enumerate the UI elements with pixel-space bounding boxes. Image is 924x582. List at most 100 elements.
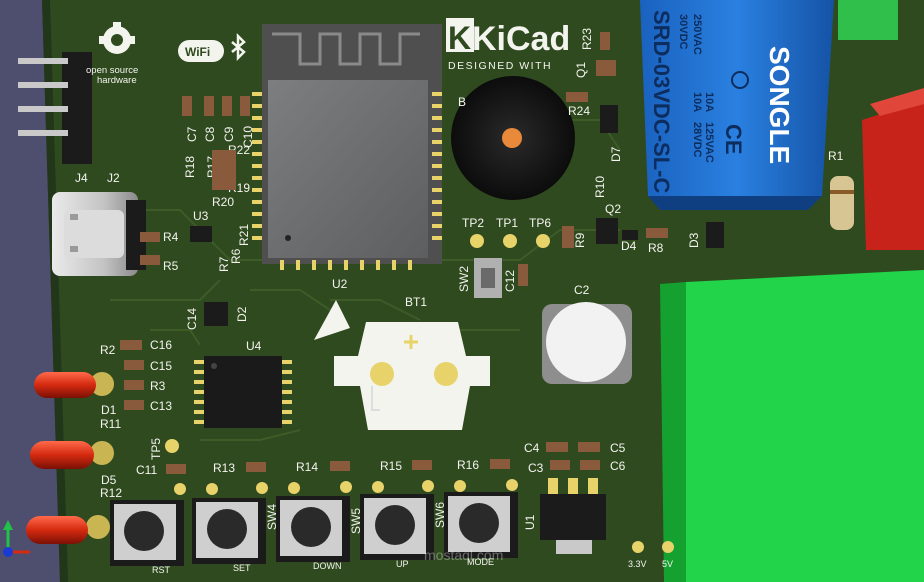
d2-part: [204, 302, 228, 326]
u1-regulator: [540, 494, 606, 540]
ref-r21: R21: [237, 224, 251, 246]
r-block-part: [212, 150, 236, 190]
ref-tp5: TP5: [149, 438, 163, 460]
ref-c6: C6: [610, 459, 626, 473]
c12-part: [518, 264, 528, 286]
j4-pin-header: [18, 52, 92, 164]
ref-c15: C15: [150, 359, 172, 373]
ref-c2: C2: [574, 283, 590, 297]
test-point-tp6: [536, 234, 550, 248]
label-set: SET: [233, 563, 251, 573]
ref-sw5: SW5: [349, 508, 363, 534]
c4-part: [546, 442, 568, 452]
d7-part: [600, 105, 618, 133]
label-rst: RST: [152, 565, 171, 575]
relay-screw: [731, 71, 749, 89]
relay-rating-dc-voltage: 30VDC: [677, 14, 689, 50]
led-d1: [34, 372, 114, 398]
r8-part: [646, 228, 668, 238]
ref-r18: R18: [183, 156, 197, 178]
u4-pin1-dot: [211, 363, 217, 369]
ref-j4: J4: [75, 171, 88, 185]
ref-bt1: BT1: [405, 295, 427, 309]
ref-tp2: TP2: [462, 216, 484, 230]
r24-part: [566, 92, 588, 102]
kicad-logo: K KiCad DESIGNED WITH: [446, 18, 570, 72]
ref-r2: R2: [100, 343, 116, 357]
ref-r20: R20: [212, 195, 234, 209]
esd-warning-icon: [314, 300, 350, 340]
label-down: DOWN: [313, 561, 342, 571]
label-3v3: 3.3V: [628, 559, 647, 569]
usb-c-connector-j2: [52, 192, 146, 276]
q2-part: [596, 218, 618, 244]
u1-tab: [556, 540, 592, 554]
r3-part: [124, 380, 144, 390]
button-up[interactable]: [360, 494, 434, 560]
wifi-logo: [178, 40, 224, 62]
button-pads: [174, 479, 518, 495]
sw2-actuator[interactable]: [481, 268, 495, 288]
led-d5: [30, 441, 114, 469]
r4-part: [140, 232, 160, 242]
ref-c8: C8: [203, 126, 217, 142]
u3-chip: [190, 226, 212, 242]
battery-holder-bt1: [334, 322, 490, 430]
ref-j2: J2: [107, 171, 120, 185]
ref-r11: R11: [100, 417, 121, 431]
kicad-k: K: [448, 20, 471, 56]
u4-pins: [194, 360, 292, 424]
c13-part: [124, 400, 144, 410]
ref-sw2: SW2: [457, 266, 471, 292]
ref-c12: C12: [503, 270, 517, 292]
ref-c4: C4: [524, 441, 540, 455]
relay-rating-dc2-voltage: 28VDC: [691, 122, 703, 158]
relay-rating-ac2-current: 10A: [703, 92, 715, 112]
ref-r24: R24: [568, 104, 590, 118]
button-rst[interactable]: [110, 500, 184, 566]
button-mode[interactable]: [444, 492, 518, 558]
ref-c16: C16: [150, 338, 172, 352]
c10-part: [240, 96, 250, 116]
ref-c7: C7: [185, 126, 199, 142]
ref-u4: U4: [246, 339, 262, 353]
terminal-block: [686, 270, 924, 582]
c9-part: [222, 96, 232, 116]
ref-u1: U1: [523, 514, 537, 530]
ref-q2: Q2: [605, 202, 621, 216]
test-point-5v: [662, 541, 674, 553]
ref-c13: C13: [150, 399, 172, 413]
oshw-line1: open source: [86, 65, 138, 76]
u1-pin3: [588, 478, 598, 494]
relay-k1: [640, 0, 898, 210]
wifi-text: WiFi: [185, 45, 210, 59]
ref-tp1: TP1: [496, 216, 518, 230]
ref-c11: C11: [136, 463, 157, 477]
test-point-tp2: [470, 234, 484, 248]
r1-band: [830, 190, 854, 194]
ref-r16: R16: [457, 458, 479, 472]
ref-r10: R10: [593, 176, 607, 198]
r1-resistor: [830, 176, 854, 230]
test-point-tp1: [503, 234, 517, 248]
button-set[interactable]: [192, 498, 266, 564]
ref-r3: R3: [150, 379, 166, 393]
pcb-edge-shadow: [42, 0, 68, 582]
ref-d4: D4: [621, 239, 637, 253]
u2-pads: [252, 92, 442, 270]
u1-pin2: [568, 478, 578, 494]
button-down[interactable]: [276, 496, 350, 562]
ref-r23: R23: [580, 28, 594, 50]
ref-r15: R15: [380, 459, 402, 473]
gear-icon: [99, 22, 135, 54]
bluetooth-icon: [231, 32, 246, 62]
relay-brand: SONGLE: [764, 46, 795, 164]
d3-part: [706, 222, 724, 248]
ref-u3: U3: [193, 209, 209, 223]
kicad-name: KiCad: [472, 20, 570, 58]
ref-r8: R8: [648, 241, 664, 255]
label-up: UP: [396, 559, 409, 569]
q1-part: [596, 60, 616, 76]
kicad-tagline: DESIGNED WITH: [448, 60, 552, 72]
